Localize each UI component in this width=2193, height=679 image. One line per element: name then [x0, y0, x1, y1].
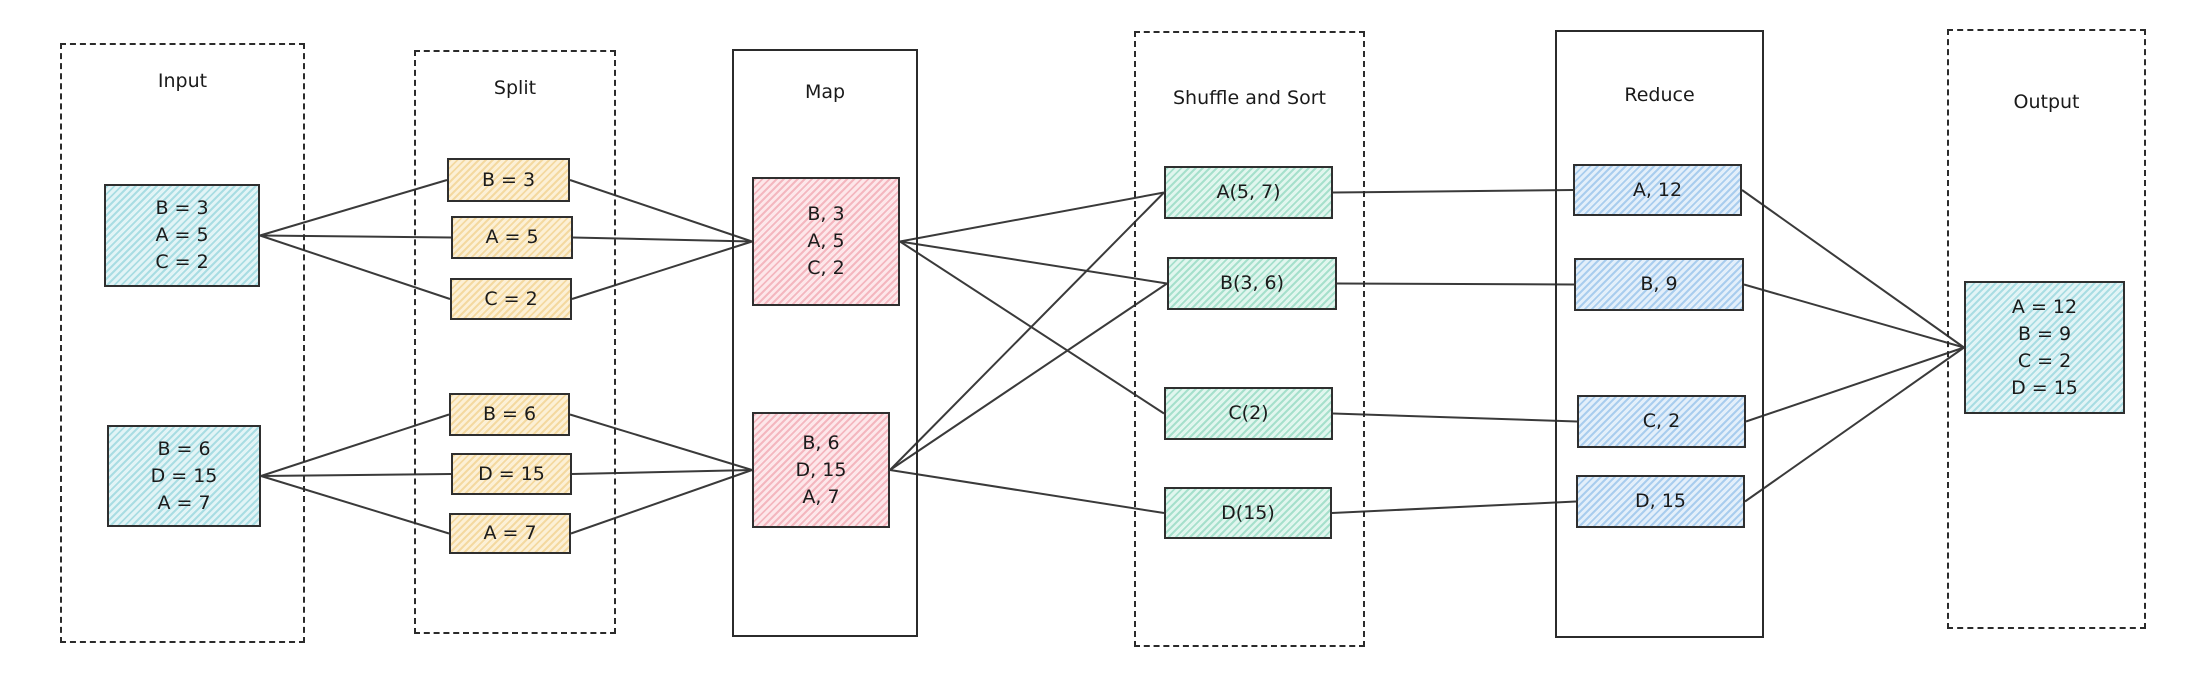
node-line: D(15): [1221, 501, 1275, 524]
node-line: B, 6: [802, 431, 840, 454]
shuffle-node: A(5, 7): [1164, 166, 1333, 219]
node-line: B = 3: [481, 168, 536, 191]
node-line: D, 15: [1635, 490, 1686, 512]
stage-split: Split: [414, 50, 616, 634]
edge-rd0-out0: [1741, 189, 1965, 349]
edge-mp1-sh1: [889, 282, 1168, 471]
node-line: B, 9: [1640, 273, 1678, 295]
reduce-node: A, 12: [1573, 164, 1742, 216]
node-line: A = 5: [485, 226, 539, 248]
node-line: A, 7: [802, 485, 840, 508]
shuffle-node: C(2): [1164, 387, 1333, 440]
node-line: B(3, 6): [1219, 272, 1285, 294]
stage-reduce: Reduce: [1555, 30, 1764, 638]
edge-mp0-sh0: [899, 191, 1165, 243]
node-line: A, 5: [807, 230, 845, 252]
node-line: D = 15: [478, 462, 545, 485]
stage-title-input: Input: [157, 70, 208, 92]
edge-rd1-out0: [1743, 283, 1965, 349]
stage-map: Map: [732, 49, 918, 637]
reduce-node: B, 9: [1574, 258, 1744, 311]
split-node: A = 5: [451, 216, 573, 259]
split-node: C = 2: [450, 278, 572, 320]
node-line: C(2): [1228, 402, 1269, 424]
node-line: A = 7: [483, 522, 537, 544]
node-line: C = 2: [2017, 349, 2072, 372]
map-node: B, 6 D, 15 A, 7: [752, 412, 890, 528]
node-line: A = 12: [2011, 295, 2078, 318]
node-line: B = 6: [482, 403, 537, 425]
output-node: A = 12 B = 9 C = 2 D = 15: [1964, 281, 2125, 414]
node-line: A = 7: [157, 491, 211, 514]
reduce-node: C, 2: [1577, 395, 1746, 448]
split-node: A = 7: [449, 513, 571, 554]
node-line: A(5, 7): [1216, 181, 1281, 203]
stage-shuffle-and-sort: Shuffle and Sort: [1134, 31, 1365, 647]
edge-mp0-sh1: [899, 240, 1168, 285]
stage-title-shuffle: Shuffle and Sort: [1173, 87, 1326, 109]
node-line: D, 15: [795, 458, 847, 481]
edge-mp1-sh3: [889, 469, 1165, 514]
node-line: C = 2: [155, 251, 209, 273]
split-node: B = 6: [449, 393, 570, 436]
node-line: A = 5: [155, 224, 209, 246]
node-line: C, 2: [1642, 410, 1681, 432]
edge-mp0-sh2: [899, 240, 1165, 415]
input-node: B = 3 A = 5 C = 2: [104, 184, 260, 287]
edge-sh3-rd3: [1331, 500, 1577, 514]
reduce-node: D, 15: [1576, 475, 1745, 528]
map-node: B, 3 A, 5 C, 2: [752, 177, 900, 306]
edge-mp1-sh0: [889, 191, 1165, 471]
stage-title-reduce: Reduce: [1624, 84, 1695, 106]
stage-title-split: Split: [493, 77, 537, 99]
input-node: B = 6 D = 15 A = 7: [107, 425, 261, 527]
node-line: B = 3: [155, 197, 209, 219]
stage-input: Input: [60, 43, 305, 643]
node-line: B = 9: [2017, 322, 2072, 345]
node-line: A, 12: [1632, 178, 1683, 201]
node-line: C = 2: [484, 287, 538, 310]
shuffle-node: D(15): [1164, 487, 1332, 539]
split-node: D = 15: [451, 453, 572, 495]
edge-sh2-rd2: [1332, 412, 1578, 423]
stage-output: Output: [1947, 29, 2146, 629]
node-line: D = 15: [150, 464, 218, 487]
edge-rd2-out0: [1745, 346, 1965, 423]
node-line: D = 15: [2011, 376, 2078, 399]
node-line: B = 6: [157, 437, 211, 460]
edge-rd3-out0: [1744, 346, 1965, 503]
node-line: B, 3: [807, 203, 845, 225]
node-line: C, 2: [807, 257, 845, 279]
shuffle-node: B(3, 6): [1167, 257, 1337, 310]
split-node: B = 3: [447, 158, 570, 202]
edge-sh1-rd1: [1336, 282, 1575, 286]
edge-sh0-rd0: [1332, 189, 1574, 194]
stage-title-map: Map: [804, 81, 846, 103]
stage-title-output: Output: [2013, 91, 2080, 113]
